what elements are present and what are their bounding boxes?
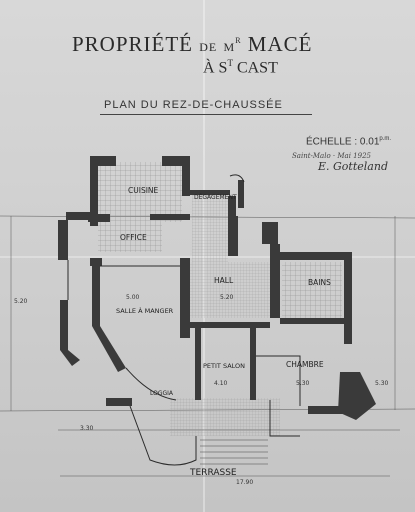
wall-office-top-right xyxy=(150,214,190,220)
wall-kitchen-right xyxy=(182,156,190,196)
room-label-hall: HALL xyxy=(214,276,234,285)
wall-salle-right xyxy=(180,258,190,338)
wall-right-wing xyxy=(344,252,352,344)
office-tiles xyxy=(98,222,162,252)
plan-title: PLAN DU REZ-DE-CHAUSSÉE xyxy=(104,99,283,111)
wall-left-bay-upper xyxy=(58,220,68,260)
room-label-loggia: LOGGIA xyxy=(150,390,174,397)
place-and-date: Saint-Malo · Mai 1925 xyxy=(292,152,371,160)
wall-hall-upper xyxy=(228,216,238,256)
wall-kitchen-left xyxy=(90,156,98,226)
dimension-petit-salon-width: 4.10 xyxy=(214,380,228,387)
wall-degagement-right xyxy=(228,196,236,216)
wall-bath-top xyxy=(280,252,350,260)
wall-petit-salon-left xyxy=(195,328,201,400)
wall-left-bay-lower xyxy=(60,300,68,350)
room-label-petit-salon: PETIT SALON xyxy=(203,362,246,370)
title-word-propriete: PROPRIÉTÉ xyxy=(72,32,194,56)
bath-tiles xyxy=(282,262,342,318)
wall-kitchen-top-right xyxy=(162,156,190,166)
dimension-right-side: 5.30 xyxy=(375,380,389,387)
room-label-cuisine: CUISINE xyxy=(128,186,159,195)
title-word-owner: MACÉ xyxy=(247,32,313,56)
walls xyxy=(58,156,376,420)
wall-hall-corner xyxy=(262,222,278,244)
tiled-floors xyxy=(96,162,342,436)
location-prefix: À S xyxy=(203,59,228,77)
title-word-monsieur-sup: R xyxy=(235,36,242,45)
entrance-steps xyxy=(200,439,268,465)
outline-entrance-arc xyxy=(129,405,197,466)
wall-salle-left xyxy=(92,266,100,326)
degagement-tiles xyxy=(192,192,228,262)
scale-unit: p.m. xyxy=(379,136,392,142)
scale-note: ÉCHELLE : 0.01p.m. xyxy=(306,136,391,147)
wall-hall-right xyxy=(270,244,280,318)
wall-hall-bottom xyxy=(190,322,270,328)
property-title: PROPRIÉTÉ DE MR MACÉ xyxy=(72,32,332,57)
wall-chambre-bottom xyxy=(308,406,344,414)
wall-kitchen-top-left xyxy=(90,156,116,166)
room-label-office: OFFICE xyxy=(120,233,147,242)
entrance-tiles xyxy=(170,398,280,436)
title-word-de: DE xyxy=(199,40,218,54)
hall-tiles xyxy=(190,262,270,318)
wall-salle-bay xyxy=(92,326,126,372)
dimension-chambre-width: 5.30 xyxy=(296,380,310,387)
dimension-left-side: 5.20 xyxy=(14,298,28,305)
room-label-degagement: DÉGAGEMENT xyxy=(194,194,237,201)
outline-stair-arc xyxy=(229,174,245,183)
wall-bath-bottom xyxy=(280,318,346,324)
wall-salle-top-left xyxy=(90,258,102,266)
kitchen-tiles xyxy=(96,162,182,222)
wall-curved-stair xyxy=(238,180,244,208)
room-label-terrasse: TERRASSE xyxy=(190,468,237,478)
architect-signature: E. Gotteland xyxy=(318,160,388,173)
wall-loggia-left xyxy=(106,398,132,406)
dimension-hall-width: 5.20 xyxy=(220,294,234,301)
title-word-monsieur: M xyxy=(223,40,236,54)
outline-chambre xyxy=(256,355,301,406)
room-label-chambre: CHAMBRE xyxy=(286,360,324,369)
wall-left-bay-diagonal xyxy=(60,350,80,366)
location-town: CAST xyxy=(232,59,278,77)
wall-left-bay-corner xyxy=(66,212,90,220)
dimension-loggia-left: 3.30 xyxy=(80,425,94,432)
dimension-salle-width: 5.00 xyxy=(126,294,140,301)
outline-loggia-arc xyxy=(125,367,177,401)
wall-degagement-top xyxy=(190,190,230,195)
outline-entrance-right xyxy=(269,400,300,437)
plan-title-underline xyxy=(100,114,312,115)
room-label-salle-a-manger: SALLE À MANGER xyxy=(116,307,174,315)
location-sup: T xyxy=(227,58,233,68)
wall-office-top xyxy=(88,214,110,222)
outlines xyxy=(67,174,301,466)
property-location: À ST CAST xyxy=(203,58,278,77)
dimension-terrasse-total: 17.90 xyxy=(236,479,254,486)
wall-corner-tower xyxy=(338,372,376,420)
scale-text: ÉCHELLE : 0.01 xyxy=(306,136,380,148)
room-label-bains: BAINS xyxy=(308,278,331,287)
wall-petit-salon-right xyxy=(250,328,256,400)
